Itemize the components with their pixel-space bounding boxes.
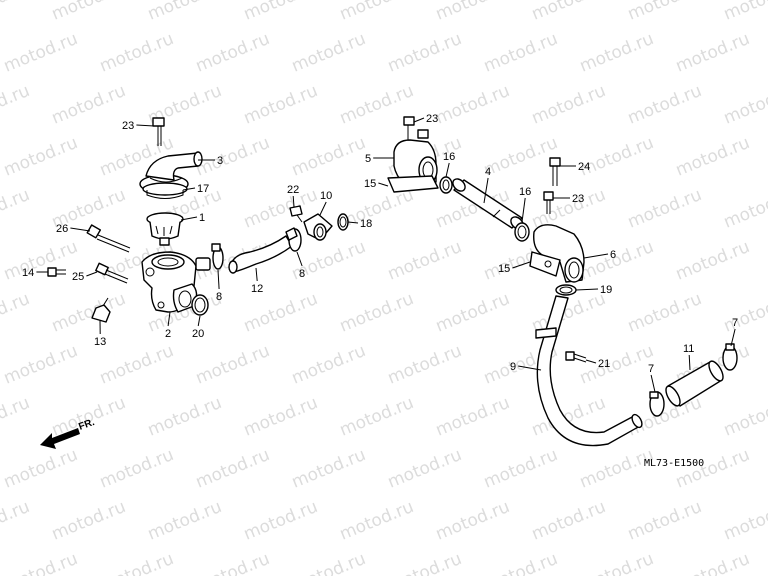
- callout-leader-line: [512, 261, 531, 269]
- callout-leader-line: [197, 315, 201, 327]
- bolt-23-left: [152, 117, 165, 146]
- sensor-13: [91, 297, 111, 323]
- bolt-23-right: [543, 191, 554, 214]
- callout-number: 13: [94, 336, 106, 348]
- callout-number: 6: [610, 249, 616, 261]
- callout-number: 23: [122, 120, 134, 132]
- callout-leader-line: [688, 354, 691, 371]
- callout-number: 5: [365, 153, 371, 165]
- callout-number: 16: [443, 151, 455, 163]
- callout-number: 9: [510, 361, 516, 373]
- callout-number: 7: [732, 317, 738, 329]
- callout-number: 10: [320, 190, 332, 202]
- callout-leader-line: [182, 187, 196, 191]
- callout-number: 2: [165, 328, 171, 340]
- callout-number: 18: [360, 218, 372, 230]
- callout-number: 3: [217, 155, 223, 167]
- bolt-25: [95, 262, 129, 284]
- callout-number: 23: [426, 113, 438, 125]
- callout-leader-line: [167, 311, 171, 327]
- callout-number: 22: [287, 184, 299, 196]
- joint-10: [303, 213, 333, 241]
- callout-number: 8: [299, 268, 305, 280]
- callout-number: 1: [199, 212, 205, 224]
- callout-leader-line: [650, 374, 656, 393]
- callout-number: 23: [572, 193, 584, 205]
- joint-6: [529, 224, 585, 283]
- callout-leader-line: [378, 182, 389, 187]
- callout-number: 24: [578, 161, 590, 173]
- o-ring-16-lower: [514, 222, 530, 242]
- callout-leader-line: [347, 221, 359, 224]
- callout-leader-line: [70, 227, 91, 232]
- callout-leader-line: [136, 124, 155, 127]
- callout-leader-line: [585, 359, 597, 364]
- callout-number: 11: [683, 343, 694, 355]
- callout-number: 12: [251, 283, 263, 295]
- callout-leader-line: [730, 328, 736, 347]
- front-direction-arrow-icon: [40, 428, 80, 449]
- callout-leader-line: [483, 177, 489, 204]
- clamp-8-left: [211, 243, 224, 270]
- thermostat: [146, 212, 184, 246]
- thermostat-cover: [139, 151, 203, 199]
- callout-number: 17: [197, 183, 209, 195]
- callout-leader-line: [518, 365, 542, 371]
- callout-leader-line: [319, 201, 327, 216]
- clamp-7-upper: [722, 343, 738, 371]
- bolt-22: [289, 205, 303, 223]
- pipe-4: [452, 178, 524, 230]
- callout-number: 26: [56, 223, 68, 235]
- callout-number: 4: [485, 166, 491, 178]
- callout-leader-line: [86, 271, 98, 277]
- bolt-24: [549, 157, 561, 186]
- callout-leader-line: [413, 117, 425, 123]
- callout-number: 20: [192, 328, 204, 340]
- callout-leader-line: [445, 162, 450, 178]
- callout-leader-line: [255, 267, 258, 282]
- bolt-26: [86, 224, 131, 253]
- callout-leader-line: [521, 197, 526, 223]
- bolt-21: [565, 351, 587, 363]
- callout-leader-line: [180, 216, 198, 221]
- thermostat-housing: [141, 251, 211, 313]
- callout-leader-line: [217, 269, 220, 290]
- callout-leader-line: [583, 253, 609, 259]
- callout-number: 8: [216, 291, 222, 303]
- clamp-8-right: [285, 227, 302, 252]
- callout-number: 19: [600, 284, 612, 296]
- callout-number: 15: [498, 263, 510, 275]
- callout-number: 25: [72, 271, 84, 283]
- pipe-9: [535, 295, 643, 447]
- callout-leader-line: [296, 251, 303, 267]
- clamp-7-lower: [649, 391, 665, 417]
- hose-11: [665, 360, 724, 407]
- diagram-reference-code: ML73-E1500: [644, 458, 704, 469]
- callout-leader-line: [292, 195, 295, 208]
- joint-5: [387, 116, 439, 193]
- callout-leader-line: [575, 288, 599, 291]
- front-direction-label: FR.: [77, 417, 96, 433]
- callout-number: 21: [598, 358, 610, 370]
- callout-number: 15: [364, 178, 376, 190]
- callout-number: 16: [519, 186, 531, 198]
- callout-number: 14: [22, 267, 34, 279]
- callout-number: 7: [648, 363, 654, 375]
